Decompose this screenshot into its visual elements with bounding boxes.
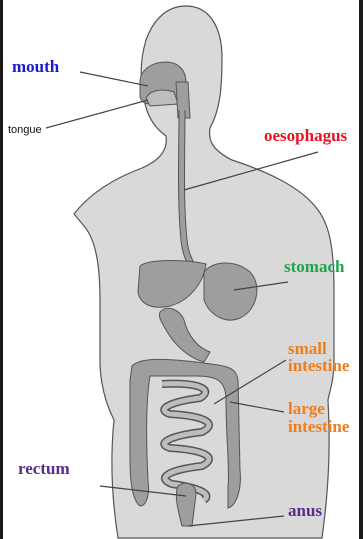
label-mouth: mouth xyxy=(12,58,59,76)
tongue xyxy=(146,90,178,106)
label-anus: anus xyxy=(288,502,322,520)
label-rectum: rectum xyxy=(18,460,70,478)
label-stomach: stomach xyxy=(284,258,344,276)
mouth-pointer xyxy=(80,72,148,86)
label-small-intestine-2: intestine xyxy=(288,357,349,375)
label-large-intestine-1: large xyxy=(288,400,325,418)
tongue-pointer xyxy=(46,100,148,128)
label-large-intestine-2: intestine xyxy=(288,418,349,436)
label-oesophagus: oesophagus xyxy=(264,127,347,145)
stomach-organ xyxy=(204,263,257,320)
label-tongue: tongue xyxy=(8,124,42,136)
